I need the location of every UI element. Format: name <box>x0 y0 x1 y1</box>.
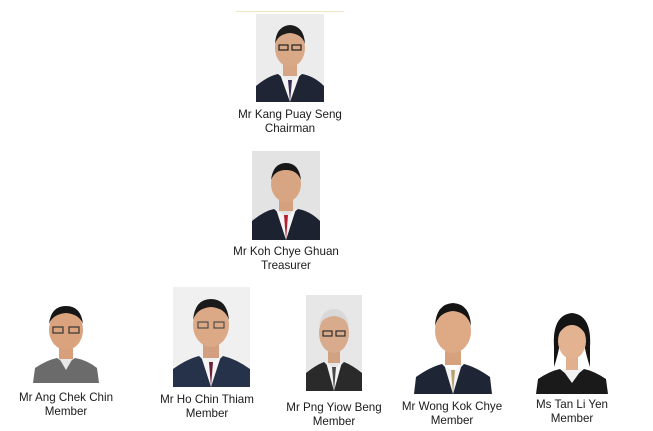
member-name: Mr Kang Puay Seng <box>238 108 342 121</box>
member-role: Member <box>44 405 88 418</box>
member-name: Mr Ang Chek Chin <box>18 391 114 404</box>
member-name: Mr Png Yiow Beng <box>286 401 382 414</box>
member-name: Mr Ho Chin Thiam <box>160 393 254 406</box>
portrait-photo-koh <box>252 151 320 240</box>
member-caption-ang: Mr Ang Chek Chin Member <box>6 391 126 419</box>
member-caption-ho: Mr Ho Chin Thiam Member <box>147 393 267 421</box>
member-role: Chairman <box>264 122 316 135</box>
member-caption-koh: Mr Koh Chye Ghuan Treasurer <box>226 245 346 273</box>
member-role: Member <box>185 407 229 420</box>
portrait-photo-tan <box>536 307 608 394</box>
member-name: Ms Tan Li Yen <box>536 398 608 411</box>
member-name: Mr Wong Kok Chye <box>401 400 503 413</box>
member-caption-wong: Mr Wong Kok Chye Member <box>392 400 512 428</box>
member-role: Member <box>430 414 474 427</box>
member-caption-tan: Ms Tan Li Yen Member <box>512 398 632 426</box>
member-caption-kang: Mr Kang Puay Seng Chairman <box>230 108 350 136</box>
portrait-photo-ang <box>33 298 99 383</box>
top-divider <box>236 11 344 12</box>
portrait-photo-wong <box>414 293 492 394</box>
member-role: Treasurer <box>261 259 311 272</box>
portrait-photo-png <box>306 295 362 391</box>
member-role: Member <box>312 415 356 428</box>
member-caption-png: Mr Png Yiow Beng Member <box>274 401 394 429</box>
portrait-photo-ho <box>173 287 250 387</box>
member-role: Member <box>550 412 594 425</box>
member-name: Mr Koh Chye Ghuan <box>233 245 339 258</box>
portrait-photo-kang <box>256 14 324 102</box>
